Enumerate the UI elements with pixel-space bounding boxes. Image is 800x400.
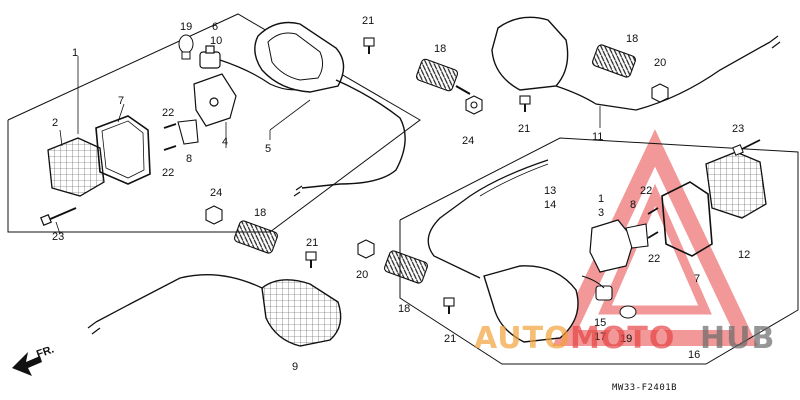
nut-part-20-lower <box>357 239 375 259</box>
spacer-part-18-lower-left <box>234 220 278 254</box>
callout: 7 <box>694 273 700 285</box>
housing-part-11 <box>491 16 781 128</box>
callout: 1 <box>72 47 78 59</box>
bolt-part-21-lower-left <box>305 251 317 268</box>
bolt-part-21-lower-mid <box>443 297 455 314</box>
callout: 24 <box>210 187 222 199</box>
leader-lines-left <box>55 56 311 235</box>
callout: 22 <box>640 185 652 197</box>
callout: 12 <box>738 249 750 261</box>
wire-harness-right <box>427 159 549 279</box>
callout: 24 <box>462 135 474 147</box>
callout: 21 <box>444 333 456 345</box>
spacer-part-18-lower-mid <box>384 250 428 284</box>
callout: 23 <box>52 231 64 243</box>
callout: 22 <box>162 167 174 179</box>
gasket-part-7 <box>95 115 151 185</box>
bolt-part-21-top <box>363 37 375 54</box>
housing-part-5 <box>254 21 406 197</box>
bracket-part-4 <box>193 73 237 127</box>
housing-part-16 <box>483 265 579 343</box>
bulb-part-19-right <box>619 305 637 319</box>
callout: 15 <box>594 317 606 329</box>
screw-part-23 <box>40 207 77 226</box>
callout: 18 <box>434 43 446 55</box>
left-front-assembly-outline <box>7 13 421 233</box>
gasket-part-7-right <box>661 181 713 257</box>
callout: 11 <box>592 131 603 143</box>
spacer-part-18-top <box>415 58 471 95</box>
bracket-part-3 <box>589 219 635 273</box>
callout: 23 <box>732 123 744 135</box>
callout: 21 <box>518 123 530 135</box>
plate-part-8 <box>163 119 199 151</box>
watermark-part-moto: MOTO <box>570 321 675 356</box>
callout: 4 <box>222 136 228 148</box>
callout: 17 <box>594 331 606 343</box>
callout: 8 <box>630 199 636 211</box>
figure-code: MW33-F2401B <box>612 383 677 393</box>
callout: 10 <box>210 35 222 47</box>
callout: 16 <box>688 349 700 361</box>
callout: 9 <box>292 361 298 373</box>
bolt-part-21-right <box>519 95 531 112</box>
spacer-part-18-right <box>592 44 636 78</box>
callout: 18 <box>254 207 266 219</box>
callout: 20 <box>654 57 666 69</box>
lens-part-2 <box>47 137 105 197</box>
right-front-assembly-outline <box>399 137 799 365</box>
callout: 19 <box>620 333 632 345</box>
callout: 21 <box>362 15 374 27</box>
callout: 7 <box>118 95 124 107</box>
nut-part-24-top <box>465 95 483 115</box>
callout: 20 <box>356 269 368 281</box>
callout: 14 <box>544 199 556 211</box>
callout: 2 <box>52 117 58 129</box>
callout: 22 <box>162 107 174 119</box>
callout: 18 <box>626 33 638 45</box>
watermark-part-auto: AUTO <box>474 321 571 356</box>
front-arrow-icon <box>12 352 42 376</box>
callout: 21 <box>306 237 318 249</box>
housing-part-9 <box>87 274 342 347</box>
callout: 8 <box>186 153 192 165</box>
plate-part-8-right <box>625 207 659 249</box>
watermark-text: AUTO MOTO HUB <box>474 321 775 356</box>
callout: 6 <box>212 21 218 33</box>
callout: 3 <box>598 207 604 219</box>
front-direction-label: FR. <box>35 343 56 360</box>
callout: 19 <box>180 21 192 33</box>
watermark-part-hub: HUB <box>700 321 775 356</box>
callout: 1 <box>598 193 604 205</box>
bulb-part-19 <box>178 34 194 60</box>
callout: 13 <box>544 185 556 197</box>
callout: 5 <box>265 143 271 155</box>
callout: 22 <box>648 253 660 265</box>
callout: 18 <box>398 303 410 315</box>
nut-part-20-top <box>651 83 669 103</box>
callout-labels: 1 2 7 19 6 10 22 22 8 4 5 23 21 18 24 21… <box>52 15 750 373</box>
socket-part-15 <box>581 275 613 301</box>
nut-part-24-lower <box>205 205 223 225</box>
screw-part-23-right <box>732 139 761 156</box>
lens-part-12 <box>705 151 767 219</box>
